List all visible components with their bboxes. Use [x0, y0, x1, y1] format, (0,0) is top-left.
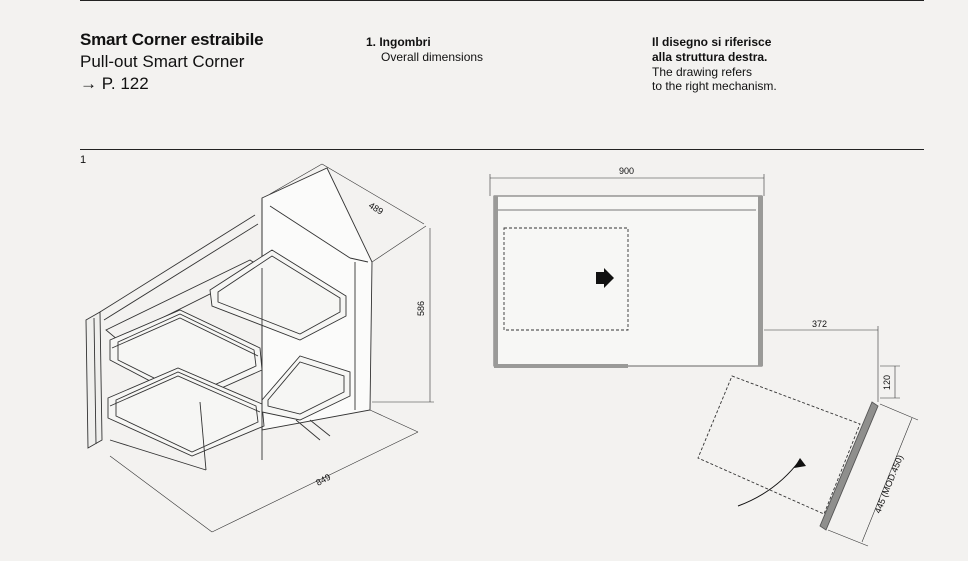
- section-title-en: Overall dimensions: [381, 50, 484, 64]
- figure-number: 1: [80, 154, 87, 166]
- page-reference-link[interactable]: → P. 122: [80, 74, 149, 93]
- top-rule: [80, 0, 924, 1]
- dimension-plan-offset: 372: [812, 319, 827, 329]
- dimension-door-width: 445 (MOD.450): [873, 453, 906, 514]
- dimension-height: 586: [416, 301, 426, 316]
- isometric-drawing: [85, 163, 434, 533]
- dimension-width: 849: [314, 472, 332, 488]
- dimension-plan-gap: 120: [882, 375, 892, 390]
- page-title: Smart Corner estraibile: [80, 30, 264, 49]
- page-subtitle: Pull-out Smart Corner: [80, 52, 245, 71]
- note-italian-line1: Il disegno si riferisce: [652, 35, 772, 49]
- note-english-line2: to the right mechanism.: [652, 79, 777, 93]
- note-italian-line2: alla struttura destra.: [652, 50, 768, 64]
- pull-direction-arrow-icon: [596, 268, 614, 288]
- note-english-line1: The drawing refers: [652, 65, 753, 79]
- section-title: 1. Ingombri: [366, 35, 431, 49]
- dimension-plan-width: 900: [619, 166, 634, 176]
- section-divider: [80, 149, 924, 150]
- plan-view-drawing: [489, 174, 919, 547]
- rotation-arrow-icon: [794, 458, 806, 468]
- dimension-depth: 489: [367, 200, 385, 216]
